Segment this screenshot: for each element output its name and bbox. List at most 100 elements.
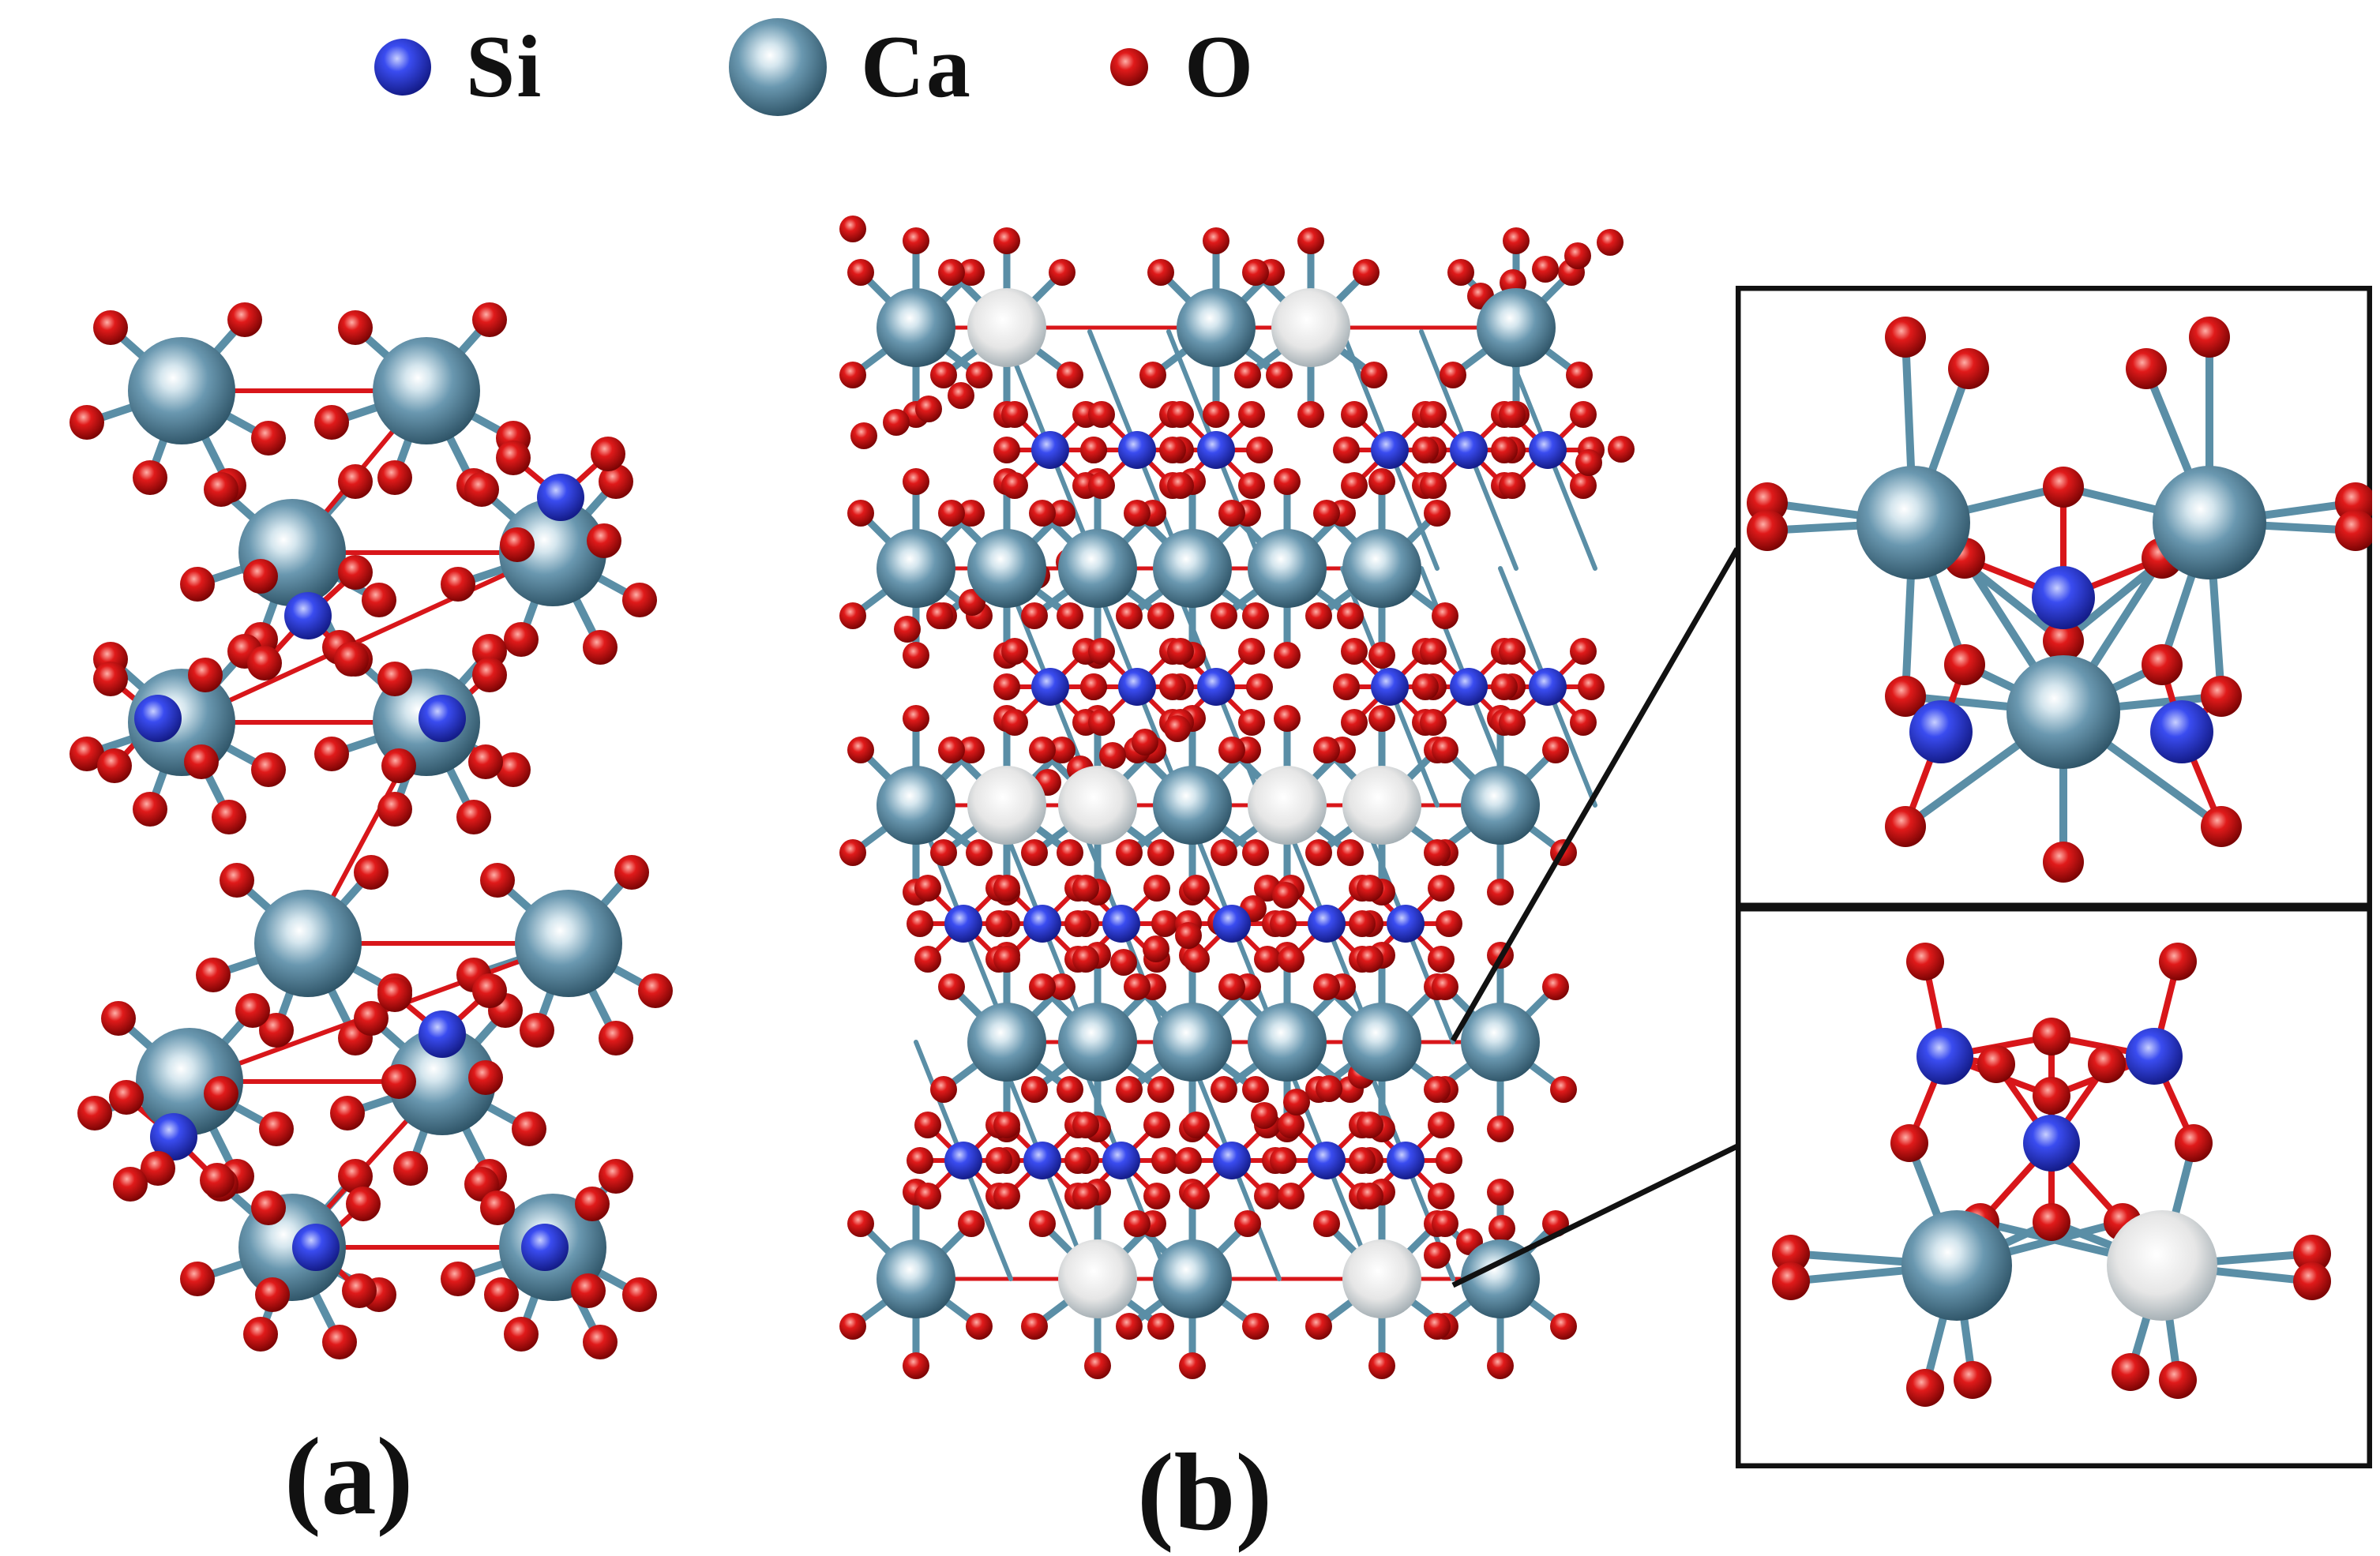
o-atom <box>1088 401 1115 428</box>
o-atom <box>839 602 866 629</box>
o-atom <box>1337 839 1364 866</box>
ca-atom <box>2153 466 2266 579</box>
o-atom <box>907 1147 933 1174</box>
o-atom <box>1906 943 1944 980</box>
o-atom <box>993 946 1020 973</box>
o-atom <box>575 1187 610 1221</box>
si-atom <box>1916 1028 1973 1085</box>
o-atom <box>1570 709 1597 736</box>
o-atom <box>338 464 373 499</box>
o-atom <box>1072 946 1099 973</box>
o-atom <box>1272 882 1299 909</box>
vacancy-atom <box>1058 766 1137 845</box>
ca-atom <box>1153 529 1232 608</box>
o-atom <box>330 1096 365 1130</box>
o-atom <box>1147 839 1174 866</box>
o-atom <box>1088 472 1115 499</box>
o-atom <box>1297 401 1324 428</box>
o-atom <box>1341 472 1368 499</box>
o-atom <box>1436 910 1462 937</box>
o-atom <box>985 910 1012 937</box>
inset-bottom-box <box>1736 906 2372 1468</box>
o-atom <box>993 673 1020 700</box>
o-atom <box>1242 1313 1269 1340</box>
o-atom <box>2033 1018 2070 1055</box>
si-atom <box>1450 431 1488 469</box>
si-atom <box>1118 668 1156 706</box>
o-atom <box>472 973 507 1008</box>
o-atom <box>251 421 286 456</box>
o-atom <box>1057 362 1083 388</box>
si-atom <box>1529 431 1567 469</box>
o-atom <box>966 1313 993 1340</box>
ca-atom <box>1153 1239 1232 1318</box>
o-atom <box>2293 1262 2331 1300</box>
o-atom <box>1238 638 1265 665</box>
o-atom <box>1578 673 1605 700</box>
o-atom <box>926 602 953 629</box>
o-atom <box>1151 910 1178 937</box>
o-atom <box>1316 1075 1342 1102</box>
o-atom <box>2201 676 2242 717</box>
o-atom <box>1270 910 1297 937</box>
o-atom <box>1440 362 1466 388</box>
o-atom <box>1906 1369 1944 1407</box>
ca-atom <box>499 499 606 606</box>
ca-atom <box>1153 1003 1232 1082</box>
o-atom <box>1088 638 1115 665</box>
o-atom <box>1977 1045 2015 1083</box>
ca-atom <box>373 337 480 444</box>
o-atom <box>1029 500 1056 527</box>
si-atom <box>292 1224 340 1271</box>
o-atom <box>958 1210 985 1237</box>
o-atom <box>1488 1215 1515 1242</box>
o-atom <box>1368 705 1395 732</box>
o-atom <box>894 616 921 643</box>
vacancy-atom <box>2107 1210 2217 1321</box>
o-atom <box>914 875 941 902</box>
o-atom <box>1885 317 1926 358</box>
si-atom <box>1118 431 1156 469</box>
o-atom <box>930 839 957 866</box>
o-atom <box>914 1183 941 1209</box>
o-atom <box>109 1080 144 1115</box>
o-atom <box>196 958 231 992</box>
o-atom <box>314 737 349 771</box>
o-atom <box>1608 436 1635 463</box>
o-atom <box>1420 638 1447 665</box>
o-atom <box>1147 602 1174 629</box>
o-atom <box>251 752 286 787</box>
si-atom <box>419 1010 466 1058</box>
o-atom <box>1357 1112 1383 1138</box>
ca-atom <box>1248 529 1327 608</box>
o-atom <box>504 622 539 657</box>
o-atom <box>1029 1210 1056 1237</box>
ca-atom <box>515 890 622 997</box>
o-atom <box>227 302 262 337</box>
o-atom <box>903 1352 929 1379</box>
o-atom <box>1029 973 1056 1000</box>
o-atom <box>1251 1102 1278 1129</box>
si-atom <box>1023 1142 1061 1179</box>
o-atom <box>847 1210 874 1237</box>
o-atom <box>338 555 373 590</box>
o-atom <box>1337 602 1364 629</box>
o-atom <box>599 1159 633 1194</box>
o-atom <box>496 441 531 475</box>
o-atom <box>2293 1235 2331 1273</box>
o-atom <box>993 437 1020 463</box>
o-atom <box>1072 1183 1099 1209</box>
o-atom <box>638 973 673 1008</box>
o-atom <box>243 1317 278 1352</box>
o-atom <box>1124 500 1151 527</box>
o-atom <box>599 1021 633 1055</box>
o-atom <box>1305 602 1332 629</box>
o-atom <box>1305 1313 1332 1340</box>
o-atom <box>1357 1183 1383 1209</box>
o-atom <box>243 559 278 594</box>
o-atom <box>97 748 132 783</box>
o-atom <box>1747 510 1788 551</box>
o-atom <box>480 1190 515 1225</box>
o-atom <box>2088 1045 2126 1083</box>
o-atom <box>468 744 503 779</box>
